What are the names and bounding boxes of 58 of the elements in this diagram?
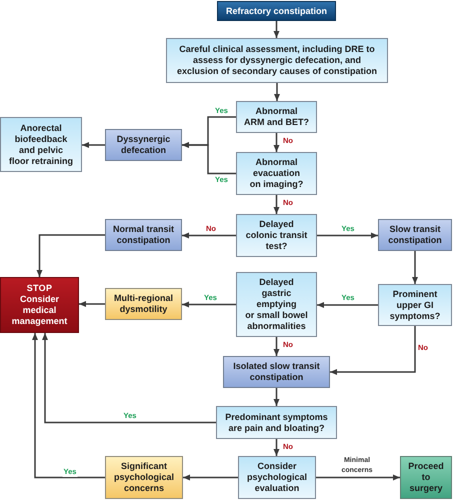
process-box <box>238 456 316 499</box>
question-label: Delayed colonic transit test? <box>246 219 308 252</box>
arrow <box>274 388 280 406</box>
diagnosis-label: Dyssynergic defecation <box>116 134 170 156</box>
arrow <box>79 301 105 307</box>
decision-box <box>236 272 317 337</box>
finding-box <box>105 456 183 499</box>
diagnosis-box <box>378 219 452 251</box>
finding-box <box>105 288 182 320</box>
arrow <box>182 302 236 308</box>
arrow <box>36 234 105 277</box>
step-label: Consider psychological evaluation <box>246 461 308 494</box>
arrow <box>82 142 105 148</box>
finding-label: Significant psychological concerns <box>114 461 174 494</box>
arrow <box>274 195 280 214</box>
treatment-box <box>0 117 82 172</box>
question-label: Prominent upper GI symptoms? <box>390 288 440 322</box>
arrow <box>316 474 400 480</box>
arrow <box>330 326 416 375</box>
diagnosis-label: Slow transit constipation <box>388 224 442 246</box>
outcome-label: Proceed to surgery <box>408 461 444 494</box>
start-box <box>217 1 336 21</box>
arrow <box>274 21 280 38</box>
diagnosis-label: Normal transit constipation <box>112 224 174 246</box>
decision-box <box>236 101 317 133</box>
arrow <box>42 333 216 424</box>
start-label: Refractory constipation <box>226 6 328 16</box>
arrow <box>274 133 280 152</box>
diagnosis-label: Isolated slow transit constipation <box>233 361 320 383</box>
arrow <box>317 302 378 308</box>
arrow <box>274 83 280 101</box>
decision-box <box>216 406 337 439</box>
diagnosis-box <box>223 356 330 388</box>
question-label: Predominant symptoms are pain and bloating? <box>225 412 328 434</box>
arrow <box>274 337 280 356</box>
arrow <box>317 232 378 238</box>
arrow <box>182 142 236 174</box>
decision-box <box>236 214 317 257</box>
question-label: Delayed gastric emptying or small bowel abnormalities <box>245 277 308 332</box>
arrow <box>183 474 238 480</box>
outcome-box <box>400 456 452 499</box>
recommendation-label: Consider medical management <box>12 294 68 327</box>
step-label: Careful clinical assessment, including DRE to assess for dyssynergic defecation, and exclusion of secondary causes of constipation <box>176 44 378 77</box>
decision-box <box>236 152 317 195</box>
stop-box <box>0 277 79 333</box>
question-label: Abnormal ARM and BET? <box>244 106 309 128</box>
arrow <box>32 333 105 478</box>
finding-label: Multi-regional dysmotility <box>114 293 173 315</box>
treatment-label: Anorectal biofeedback and pelvic floor retraining <box>8 122 73 166</box>
stop-heading: STOP <box>26 283 52 294</box>
process-box <box>166 38 388 83</box>
decision-box <box>378 284 452 326</box>
diagnosis-box <box>105 129 182 161</box>
arrow <box>412 251 418 284</box>
arrow <box>274 439 280 456</box>
arrow <box>182 232 236 238</box>
diagnosis-box <box>105 219 182 251</box>
question-label: Abnormal evacuation on imaging? <box>250 157 304 190</box>
